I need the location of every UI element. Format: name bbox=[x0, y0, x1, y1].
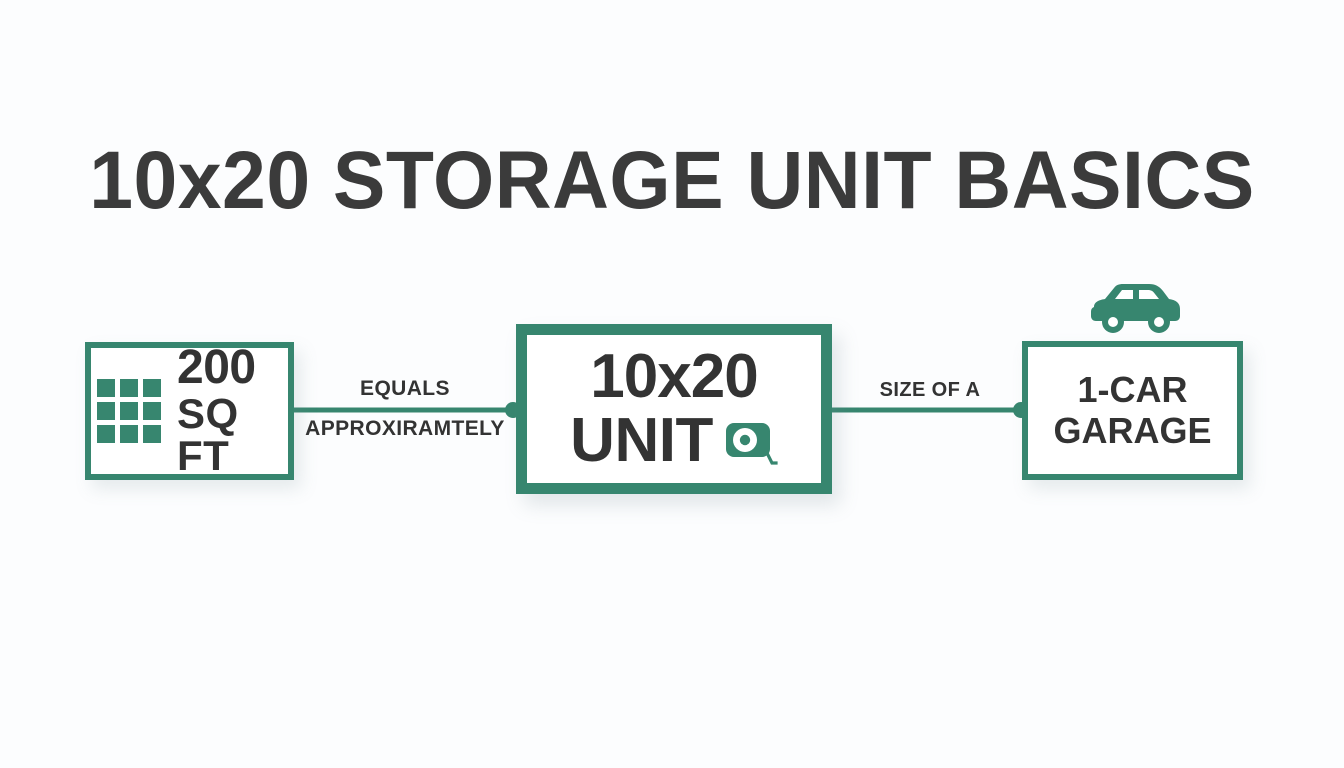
garage-line-1: 1-CAR bbox=[1077, 369, 1188, 411]
node-square-footage: 200 SQ FT bbox=[85, 342, 294, 480]
connector-label-size-of-a: SIZE OF A bbox=[879, 379, 981, 401]
square-footage-value: 200 bbox=[177, 340, 256, 394]
node-unit-size: 10x20 UNIT bbox=[516, 324, 832, 494]
unit-label-row: UNIT bbox=[570, 410, 778, 472]
car-icon bbox=[1091, 284, 1180, 333]
square-footage-text: 200 SQ FT bbox=[177, 340, 288, 480]
connector-label-approximately: APPROXIRAMTELY bbox=[305, 417, 505, 440]
grid-3x3-icon bbox=[97, 379, 161, 443]
tape-measure-icon bbox=[725, 423, 778, 465]
node-garage-comparison: 1-CAR GARAGE bbox=[1022, 341, 1243, 480]
square-footage-unit: SQ FT bbox=[177, 389, 239, 480]
unit-label: UNIT bbox=[570, 406, 713, 475]
connector-label-equals: EQUALS bbox=[360, 377, 450, 400]
page-title: 10x20 STORAGE UNIT BASICS bbox=[89, 135, 1255, 226]
garage-line-2: GARAGE bbox=[1053, 409, 1212, 451]
unit-dimensions: 10x20 bbox=[590, 342, 758, 411]
